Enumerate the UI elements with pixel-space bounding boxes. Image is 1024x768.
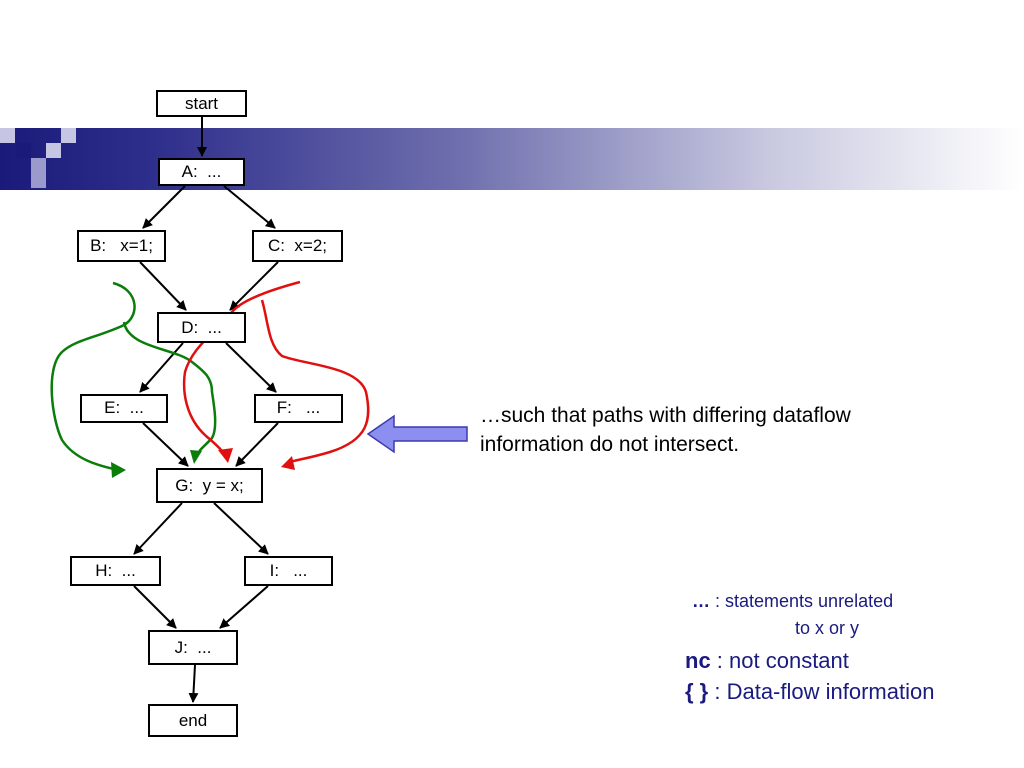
green-path-left — [50, 281, 136, 472]
node-c: C: x=2; — [252, 230, 343, 262]
red-path-right — [260, 299, 370, 464]
node-d: D: ... — [157, 312, 246, 343]
node-a: A: ... — [158, 158, 245, 186]
edge-a-c — [223, 185, 276, 229]
green-path-center-arrowhead — [190, 450, 202, 464]
legend-braces-desc: : Data-flow information — [708, 679, 935, 704]
node-start: start — [156, 90, 247, 117]
legend-braces: { } : Data-flow information — [685, 677, 934, 707]
caption: …such that paths with differing dataflow… — [480, 401, 980, 459]
caption-line-2: information do not intersect. — [480, 433, 740, 456]
legend-nc: nc : not constant — [685, 646, 849, 676]
edge-e-g — [142, 422, 189, 467]
edge-b-d — [139, 261, 187, 311]
legend-nc-key: nc — [685, 648, 711, 673]
node-b: B: x=1; — [77, 230, 166, 262]
green-path-center — [122, 321, 217, 459]
red-path-right-arrowhead — [281, 456, 295, 470]
red-path-center-arrowhead — [218, 448, 233, 463]
edge-a-b — [142, 185, 186, 229]
node-g: G: y = x; — [156, 468, 263, 503]
edge-j-end — [188, 664, 199, 703]
green-path-left-arrowhead — [111, 462, 126, 478]
legend-braces-key: { } — [685, 679, 709, 704]
legend-ellipsis-key: … — [692, 591, 710, 611]
caption-line-1: …such that paths with differing dataflow — [480, 404, 851, 427]
edge-h-j — [133, 585, 177, 629]
edge-c-d — [229, 261, 279, 311]
legend-ellipsis-desc-2: to x or y — [795, 618, 860, 638]
left-arrow-icon — [366, 414, 468, 454]
node-e: E: ... — [80, 394, 168, 423]
edge-d-f — [225, 342, 277, 393]
red-path-center — [182, 280, 301, 459]
edge-g-i — [213, 502, 269, 555]
header-square-6 — [31, 173, 46, 188]
header-square-2 — [16, 143, 31, 158]
header-square-4 — [46, 143, 61, 158]
legend-ellipsis: … : statements unrelated — [692, 588, 893, 614]
edge-i-j — [219, 585, 269, 629]
header-square-5 — [61, 128, 76, 143]
node-f: F: ... — [254, 394, 343, 423]
edge-d-e — [139, 342, 184, 393]
legend-nc-desc: : not constant — [710, 648, 849, 673]
header-square-1 — [0, 128, 15, 143]
edge-f-g — [235, 422, 279, 467]
legend-ellipsis-desc: : statements unrelated — [710, 591, 894, 611]
header-square-3 — [31, 158, 46, 173]
node-h: H: ... — [70, 556, 161, 586]
node-j: J: ... — [148, 630, 238, 665]
edge-g-h — [133, 502, 183, 555]
node-end: end — [148, 704, 238, 737]
node-i: I: ... — [244, 556, 333, 586]
